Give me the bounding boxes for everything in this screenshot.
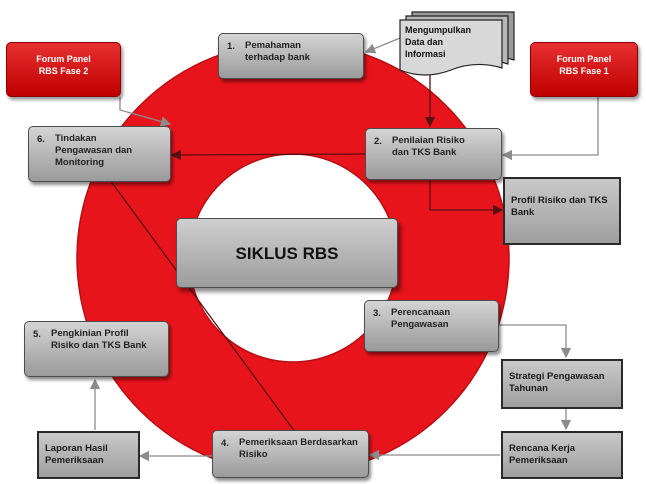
output-risk-profile: Profil Risiko dan TKS Bank xyxy=(503,177,621,245)
output-annual-strategy: Strategi Pengawasan Tahunan xyxy=(501,359,623,409)
forum-panel-phase-1: Forum Panel RBS Fase 1 xyxy=(530,42,638,97)
step-label: Penilaian Risiko dan TKS Bank xyxy=(392,135,465,158)
step-number: 1. xyxy=(227,41,235,52)
step-2-box: 2. Penilaian Risiko dan TKS Bank xyxy=(365,128,502,180)
connector-step2-to-profile xyxy=(429,180,504,216)
arrow-step3-to-strategy xyxy=(499,324,572,359)
connector-step6-diagonal xyxy=(109,179,299,437)
step-4-box: 4. Pemeriksaan Berdasarkan Risiko xyxy=(212,430,369,478)
output-work-plan: Rencana Kerja Pemeriksaan xyxy=(501,431,623,479)
center-title: SIKLUS RBS xyxy=(176,218,398,288)
step-1-box: 1. Pemahaman terhadap bank xyxy=(218,33,364,79)
step-3-box: 3. Perencanaan Pengawasan xyxy=(364,300,499,352)
step-number: 5. xyxy=(33,329,41,340)
arrow-docs-to-step1 xyxy=(364,37,401,54)
documents-stack-icon xyxy=(399,11,515,76)
step-5-box: 5. Pengkinian Profil Risiko dan TKS Bank xyxy=(24,321,169,377)
step-label: Perencanaan Pengawasan xyxy=(391,307,451,330)
documents-label: Mengumpulkan Data dan Informasi xyxy=(405,25,472,59)
output-inspection-report: Laporan Hasil Pemeriksaan xyxy=(37,431,140,479)
step-number: 3. xyxy=(373,308,381,319)
step-6-box: 6. Tindakan Pengawasan dan Monitoring xyxy=(28,126,171,182)
step-label: Pemahaman terhadap bank xyxy=(245,40,310,63)
step-number: 6. xyxy=(37,134,45,145)
arrow-forum2-to-step6 xyxy=(119,97,172,127)
step-label: Pengkinian Profil Risiko dan TKS Bank xyxy=(51,328,147,351)
step-label: Pemeriksaan Berdasarkan Risiko xyxy=(239,437,358,460)
cycle-ring xyxy=(77,42,509,474)
forum-panel-phase-2: Forum Panel RBS Fase 2 xyxy=(6,42,121,97)
arrow-forum1-to-step2 xyxy=(501,97,599,161)
step-number: 4. xyxy=(221,438,229,449)
step-number: 2. xyxy=(374,136,382,147)
connector-step2-to-step6 xyxy=(170,149,366,161)
step-label: Tindakan Pengawasan dan Monitoring xyxy=(55,133,133,168)
